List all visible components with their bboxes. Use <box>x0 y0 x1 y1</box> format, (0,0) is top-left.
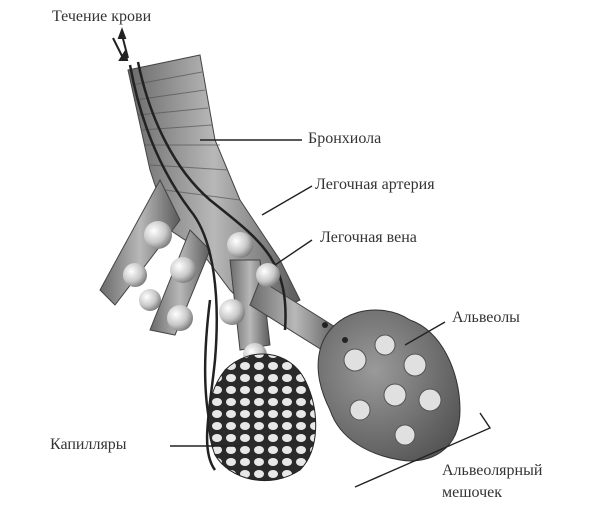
alveolar-sac <box>317 309 461 462</box>
blood-flow-arrows-icon <box>112 27 129 61</box>
label-pulmonary-artery: Легочная артерия <box>315 176 435 193</box>
label-alveolar-sac-line2: мешочек <box>442 484 503 501</box>
capillary-network <box>207 353 317 482</box>
label-pulmonary-vein: Легочная вена <box>320 229 417 246</box>
label-alveolar-sac-line1: Альвеолярный <box>442 462 543 479</box>
label-capillaries: Капилляры <box>50 436 127 453</box>
label-alveoli: Альвеолы <box>452 309 520 326</box>
label-blood-flow: Течение крови <box>52 8 152 25</box>
leader-lines <box>170 139 492 488</box>
bronchiole-tube <box>99 54 341 356</box>
label-bronchiole: Бронхиола <box>308 130 382 147</box>
